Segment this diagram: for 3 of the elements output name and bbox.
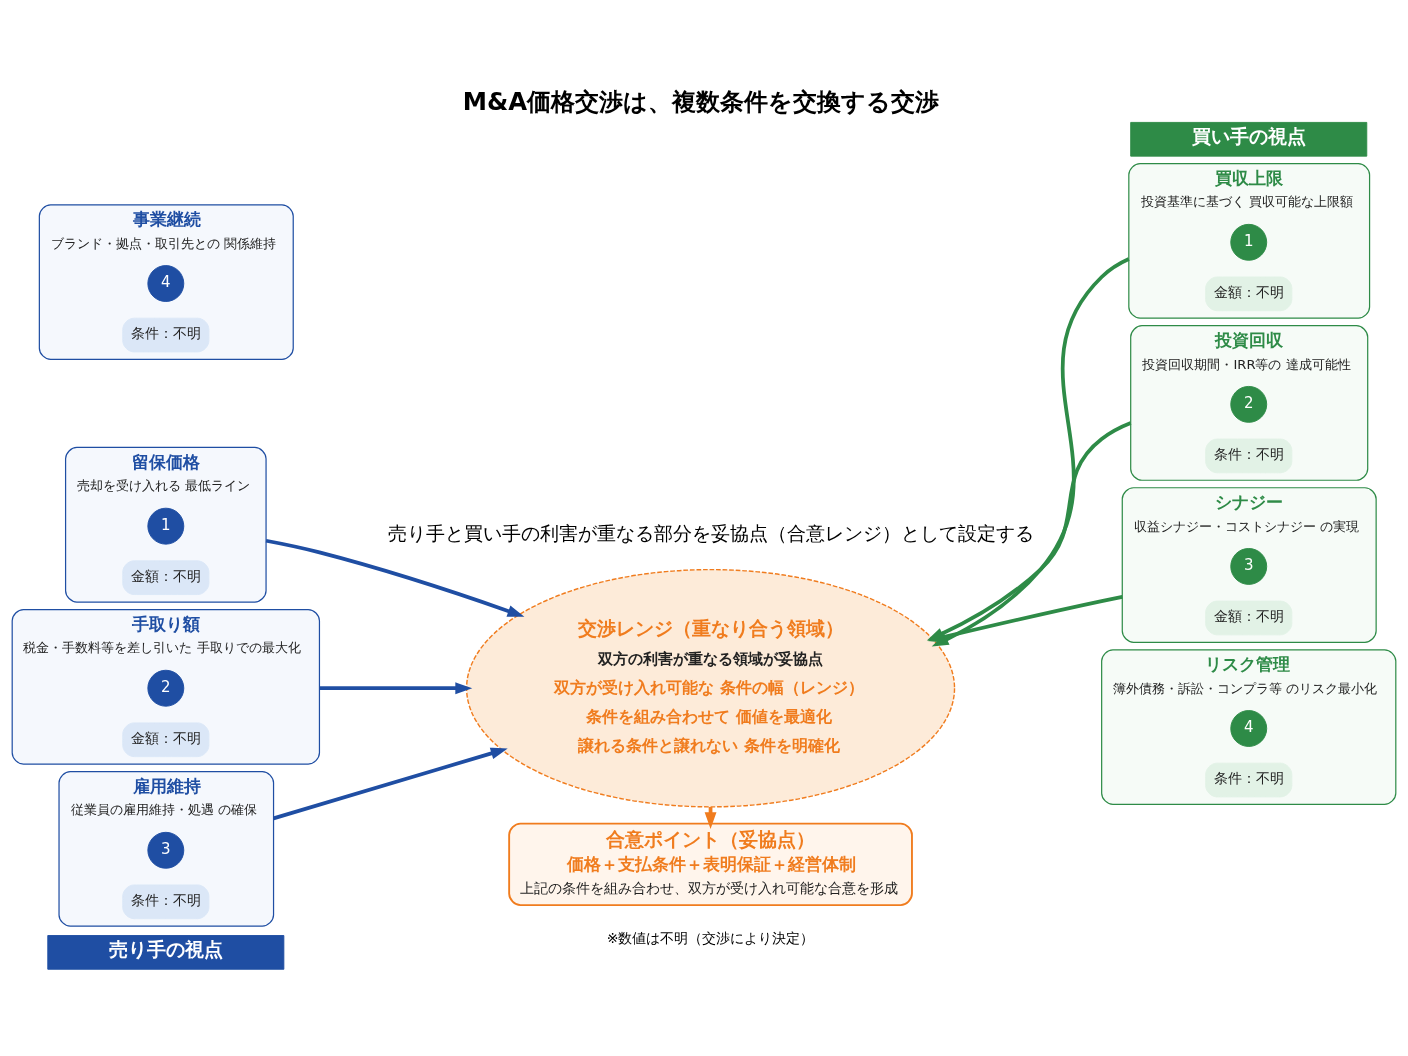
diagram-title: M&A価格交渉は、複数条件を交換する交渉 (462, 86, 940, 116)
label: ※数値は不明（交渉により決定） (606, 929, 815, 946)
label: 売り手と買い手の利害が重なる部分を妥協点（合意レンジ）として設定する (387, 522, 1034, 544)
